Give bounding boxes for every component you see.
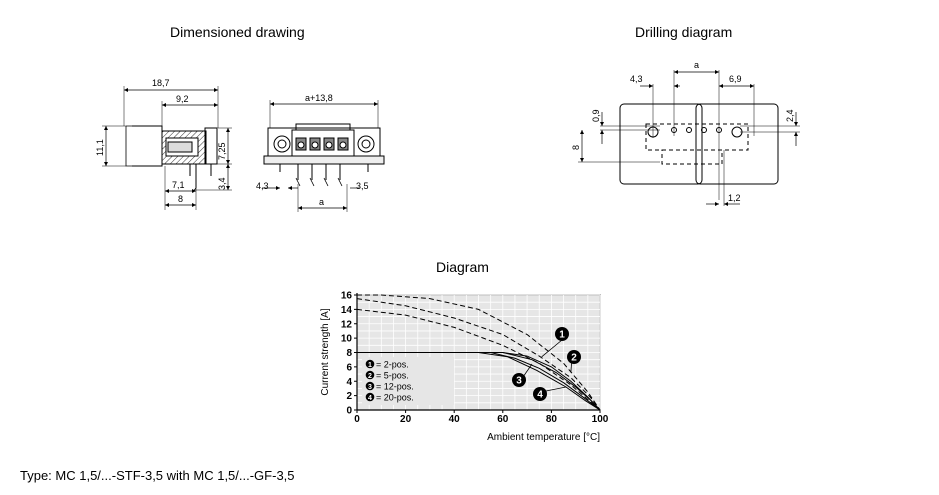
callout-leader: [541, 339, 563, 358]
y-axis-label: Current strength [A]: [320, 308, 331, 395]
callout-1: [555, 327, 569, 341]
dim-18-7: 18,7: [152, 78, 170, 88]
legend-marker: [365, 381, 375, 391]
drill-dim-6-9: 6,9: [729, 74, 742, 84]
dimensioned-drawing-title: Dimensioned drawing: [170, 24, 305, 40]
callout-4-label: 4: [537, 390, 543, 401]
drill-dim-0-9: 0,9: [591, 109, 601, 122]
x-tick-label: 40: [449, 414, 461, 425]
callout-3-label: 3: [516, 376, 522, 387]
type-line: Type: MC 1,5/...-STF-3,5 with MC 1,5/...…: [20, 468, 295, 483]
y-tick-label: 0: [346, 406, 352, 417]
drill-dim-a: a: [694, 60, 699, 70]
side-view: [102, 86, 232, 210]
series-line: [356, 308, 601, 411]
dim-8: 8: [178, 194, 183, 204]
drill-dim-8: 8: [571, 145, 581, 150]
dim-a: a: [319, 197, 324, 207]
legend-marker: [365, 370, 375, 380]
dim-3-4: 3,4: [217, 177, 227, 190]
dim-11-1: 11,1: [95, 139, 105, 156]
series-line: [357, 352, 601, 411]
series-line: [356, 298, 601, 411]
callout-4: [533, 387, 547, 401]
x-tick-label: 0: [354, 414, 360, 425]
dim-7-25: 7,25: [217, 142, 227, 160]
x-tick-label: 80: [546, 414, 558, 425]
legend-entry: = 5-pos.: [376, 371, 409, 381]
drill-dim-2-4: 2,4: [785, 109, 795, 122]
y-tick-label: 14: [341, 305, 353, 316]
legend-marker-label: 3: [368, 384, 372, 391]
y-tick-label: 4: [346, 377, 352, 388]
diagram-title: Diagram: [436, 259, 489, 275]
x-axis-label: Ambient temperature [°C]: [487, 432, 600, 443]
y-tick-label: 6: [346, 362, 352, 373]
series-line: [357, 294, 601, 411]
legend-entry: = 12-pos.: [376, 382, 414, 392]
dim-9-2: 9,2: [176, 94, 189, 104]
dim-a-13-8: a+13,8: [305, 93, 333, 103]
dim-4-3: 4,3: [256, 181, 269, 191]
legend-marker: [365, 359, 375, 369]
x-tick-label: 60: [497, 414, 509, 425]
legend-entry: = 20-pos.: [376, 393, 414, 403]
callout-1-label: 1: [559, 330, 565, 341]
dim-7-1: 7,1: [172, 180, 185, 190]
callout-2-label: 2: [571, 353, 577, 364]
series-line: [357, 352, 601, 411]
y-tick-label: 2: [346, 391, 352, 402]
dim-3-5: 3,5: [356, 181, 369, 191]
legend-box: [362, 357, 454, 405]
y-tick-label: 10: [341, 334, 353, 345]
callout-3: [512, 373, 526, 387]
legend-marker-label: 4: [368, 395, 372, 402]
drill-dim-1-2: 1,2: [728, 193, 741, 203]
series-line: [357, 352, 601, 411]
drilling-view: [578, 69, 800, 207]
front-view: [262, 100, 385, 212]
callout-2: [567, 350, 581, 364]
x-tick-label: 100: [592, 414, 609, 425]
legend-marker-label: 1: [368, 362, 372, 369]
y-tick-label: 12: [341, 319, 353, 330]
legend-marker: [365, 392, 375, 402]
drill-dim-4-3: 4,3: [630, 74, 643, 84]
legend-marker-label: 2: [368, 373, 372, 380]
y-tick-label: 16: [341, 291, 353, 302]
x-tick-label: 20: [400, 414, 412, 425]
drilling-diagram-title: Drilling diagram: [635, 24, 733, 40]
legend-entry: = 2-pos.: [376, 360, 409, 370]
y-tick-label: 8: [346, 348, 352, 359]
